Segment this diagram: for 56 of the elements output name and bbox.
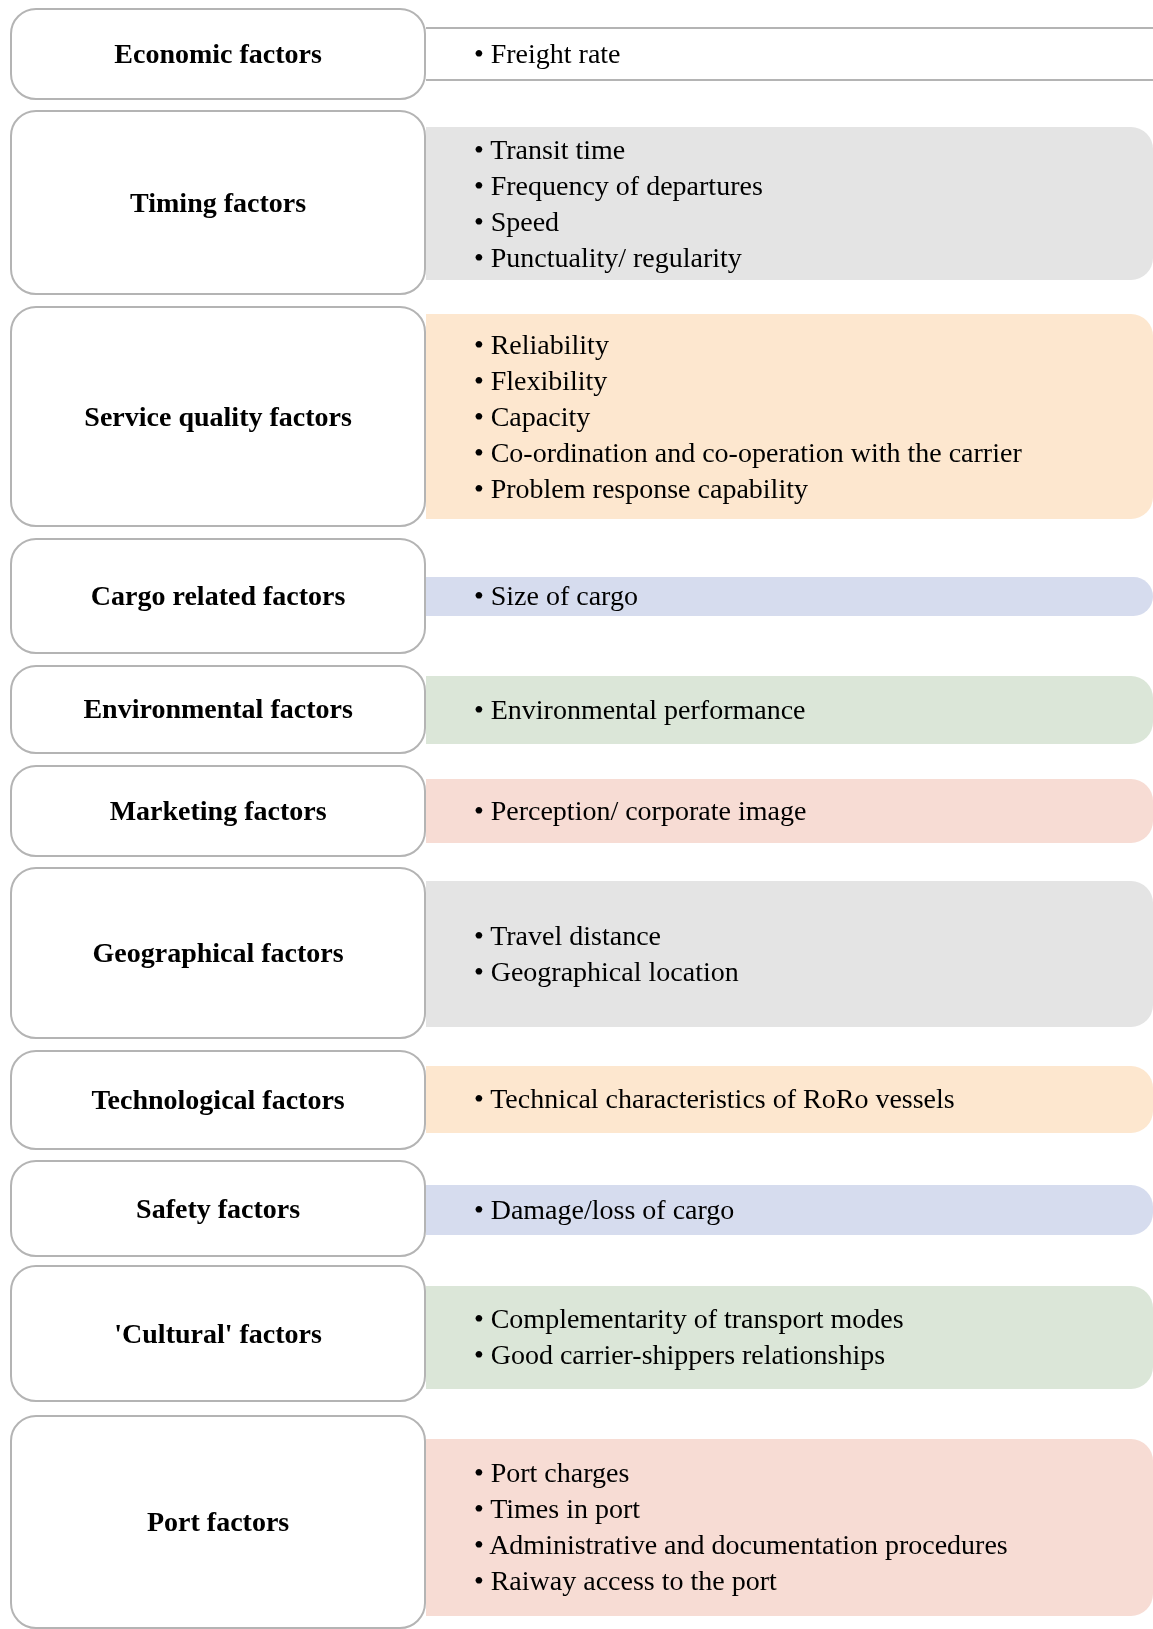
list-item: • Perception/ corporate image — [473, 794, 807, 829]
list-item: • Size of cargo — [473, 579, 638, 614]
factor-box — [10, 664, 426, 755]
factor-box — [10, 538, 426, 655]
list-item: • Port charges — [473, 1456, 630, 1491]
factor-label: Port factors — [147, 1505, 290, 1538]
factor-list-panel — [425, 1438, 1153, 1617]
list-item: • Capacity — [473, 399, 591, 434]
list-item: • Technical characteristics of RoRo vessels — [473, 1082, 955, 1117]
factor-box — [10, 1265, 426, 1403]
factor-label: Service quality factors — [84, 400, 352, 433]
factor-box — [10, 1414, 426, 1629]
list-item: • Freight rate — [473, 37, 621, 71]
factor-box — [10, 110, 426, 295]
factor-list-panel — [425, 1065, 1153, 1134]
list-item: • Raiway access to the port — [473, 1564, 777, 1599]
factor-box — [10, 8, 426, 100]
list-item: • Flexibility — [473, 363, 608, 398]
factor-label: 'Cultural' factors — [114, 1317, 322, 1350]
list-item: • Complementarity of transport modes — [473, 1302, 904, 1337]
factor-list-panel — [425, 1185, 1153, 1236]
list-item: • Transit time — [473, 132, 626, 167]
list-item: • Environmental performance — [473, 692, 806, 727]
list-item: • Travel distance — [473, 919, 661, 954]
list-item: • Geographical location — [473, 955, 739, 990]
factor-label: Cargo related factors — [90, 580, 346, 613]
factor-box — [10, 1160, 426, 1257]
factor-box — [10, 764, 426, 857]
list-item: • Times in port — [473, 1492, 641, 1527]
factor-box — [10, 867, 426, 1039]
list-item: • Problem response capability — [473, 471, 808, 506]
factor-list-panel — [425, 779, 1153, 844]
factor-list-panel — [425, 313, 1153, 520]
factor-list-panel — [425, 880, 1153, 1028]
factor-label: Timing factors — [130, 186, 307, 219]
list-item: • Good carrier-shippers relationships — [473, 1338, 886, 1373]
list-item: • Speed — [473, 204, 560, 239]
factor-list-panel — [425, 126, 1153, 281]
factor-label: Geographical factors — [92, 937, 344, 970]
factor-box — [10, 306, 426, 527]
factor-label: Economic factors — [114, 38, 322, 70]
list-item: • Damage/loss of cargo — [473, 1193, 735, 1228]
factor-box — [10, 1050, 426, 1150]
list-item: • Punctuality/ regularity — [473, 240, 742, 275]
factor-list-panel — [425, 576, 1153, 616]
list-item: • Frequency of departures — [473, 168, 763, 203]
factor-label: Environmental factors — [83, 693, 353, 726]
list-item: • Reliability — [473, 327, 609, 362]
list-item: • Administrative and documentation procedures — [473, 1528, 1008, 1563]
factor-list-panel — [425, 1285, 1153, 1389]
factor-label: Marketing factors — [109, 794, 327, 827]
factor-label: Safety factors — [136, 1192, 301, 1225]
factor-label: Technological factors — [91, 1084, 345, 1116]
list-item: • Co-ordination and co-operation with the carrier — [473, 435, 1022, 470]
factor-list-panel — [425, 27, 1153, 81]
factor-list-panel — [425, 676, 1153, 744]
